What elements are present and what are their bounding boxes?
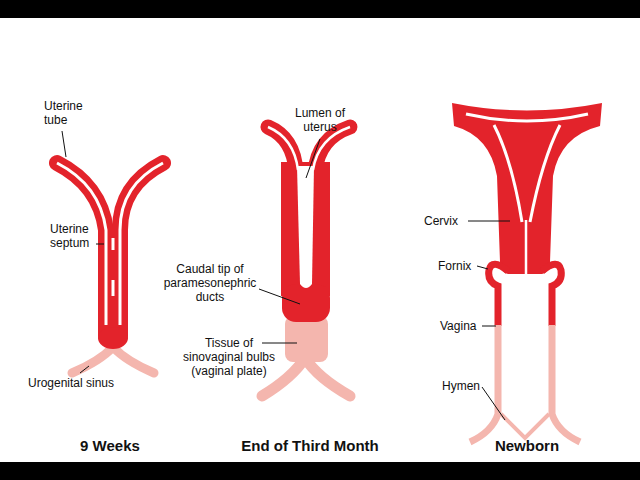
leader-line [96, 244, 104, 245]
figure-caption: Newborn [437, 437, 617, 455]
vaginal-plate [285, 316, 328, 362]
part-label: Caudal tip of paramesonephric ducts [158, 262, 262, 304]
top-bar [0, 0, 640, 18]
leader-line [477, 266, 488, 269]
septum-gap [112, 280, 115, 296]
leader-lines [62, 131, 510, 420]
part-label: Fornix [438, 259, 484, 273]
cervical-canal [525, 220, 528, 274]
caudal-tip [282, 284, 330, 322]
vaginal-wall [542, 264, 561, 326]
figure-9-weeks [57, 163, 163, 373]
right-duct [120, 163, 163, 336]
part-label: Vagina [440, 319, 486, 333]
part-label: Lumen of uterus [290, 106, 350, 134]
part-label: Uterine septum [50, 222, 98, 250]
left-tube-lumen [268, 127, 298, 170]
urogenital-sinus [262, 358, 350, 396]
vaginal-wall [489, 264, 508, 326]
figure-caption: 9 Weeks [20, 437, 200, 455]
part-label: Urogenital sinus [28, 376, 138, 390]
uterine-cavity [530, 125, 560, 222]
uterine-cavity [466, 114, 588, 121]
leader-line [468, 221, 510, 222]
uterine-cavity [494, 125, 522, 222]
vaginal-wall-lower [552, 325, 580, 442]
leader-line [482, 326, 496, 327]
part-label: Uterine tube [44, 99, 100, 127]
uterine-wall [281, 162, 330, 296]
leader-line [259, 289, 300, 304]
part-label: Tissue of sinovaginal bulbs (vaginal pla… [176, 336, 282, 378]
right-lumen [120, 163, 163, 325]
sinus-opening [299, 368, 311, 379]
figure-caption: End of Third Month [210, 437, 410, 455]
figure-third-month [262, 127, 350, 396]
leader-line [80, 366, 89, 373]
leader-line [262, 343, 297, 344]
part-label: Hymen [442, 379, 488, 393]
bottom-bar [0, 462, 640, 480]
leader-line [62, 131, 66, 157]
leader-line [306, 139, 320, 178]
uterus [452, 103, 602, 274]
part-label: Cervix [424, 214, 470, 228]
leader-line [482, 387, 505, 420]
uterine-lumen [297, 166, 314, 288]
septum-gap [112, 238, 115, 250]
hymen [501, 414, 549, 438]
urogenital-sinus [72, 347, 154, 373]
duct-tip [98, 327, 128, 349]
